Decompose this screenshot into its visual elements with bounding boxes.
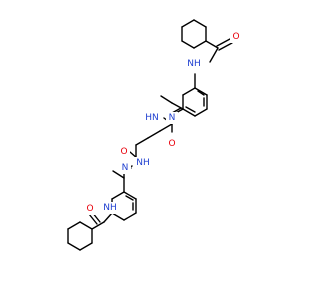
bond-line — [88, 213, 98, 225]
atom-label-nh-bottom-hydrazide: NH — [134, 157, 152, 169]
bond-line — [79, 242, 93, 251]
molecule-structure-diagram: O NH N HN O O NH N O NH — [67, 19, 242, 251]
bond-line — [160, 95, 173, 104]
bond-line — [112, 170, 125, 179]
svg-text:O: O — [86, 204, 93, 214]
bond-line — [111, 191, 125, 200]
bond-line — [123, 191, 137, 200]
bond-line — [193, 40, 207, 49]
bond-line — [125, 195, 134, 201]
atom-label-n-bottom-imine: N — [119, 162, 131, 174]
svg-text:N: N — [169, 113, 176, 123]
bond-line — [79, 221, 93, 230]
atom-labels: O NH N HN O O NH N O NH — [84, 31, 242, 215]
bond-line — [103, 212, 113, 223]
atom-label-hn-top-hydrazide: HN — [143, 112, 161, 124]
svg-text:NH: NH — [103, 203, 117, 213]
svg-text:N: N — [122, 163, 129, 173]
bond-line — [193, 19, 207, 28]
bond-line — [67, 242, 81, 251]
bond-line — [197, 90, 205, 96]
svg-text:HN: HN — [145, 113, 159, 123]
bond-line — [185, 106, 196, 113]
bond-line — [205, 40, 219, 49]
svg-text:O: O — [120, 147, 127, 157]
bond-line — [135, 137, 149, 146]
bond-line — [123, 212, 137, 221]
bond-line — [147, 130, 161, 139]
bond-line — [181, 19, 195, 28]
bond-line — [91, 221, 105, 230]
atom-label-nh-bottom-amide: NH — [101, 202, 119, 214]
bond-line — [182, 108, 196, 117]
atom-label-n-top-imine: N — [166, 112, 178, 124]
svg-text:NH: NH — [187, 59, 201, 69]
bond-line — [194, 108, 208, 117]
bond-line — [67, 221, 81, 230]
bond-line — [182, 87, 196, 96]
bond-line — [209, 47, 219, 63]
bond-lines — [67, 19, 233, 251]
atom-label-o-top-amide: O — [230, 31, 242, 43]
svg-text:O: O — [232, 32, 239, 42]
bond-line — [194, 87, 208, 96]
bond-line — [181, 40, 195, 49]
svg-text:O: O — [168, 139, 175, 149]
svg-text:NH: NH — [136, 158, 150, 168]
bond-line — [218, 42, 233, 51]
bond-line — [159, 123, 173, 132]
atom-label-nh-top-amide: NH — [185, 58, 203, 70]
atom-label-o-bottom-hydrazide: O — [118, 146, 130, 158]
bond-line — [216, 38, 231, 47]
atom-label-o-top-hydrazide: O — [166, 138, 178, 150]
bond-line — [111, 212, 125, 221]
atom-label-o-bottom-amide: O — [84, 203, 96, 215]
